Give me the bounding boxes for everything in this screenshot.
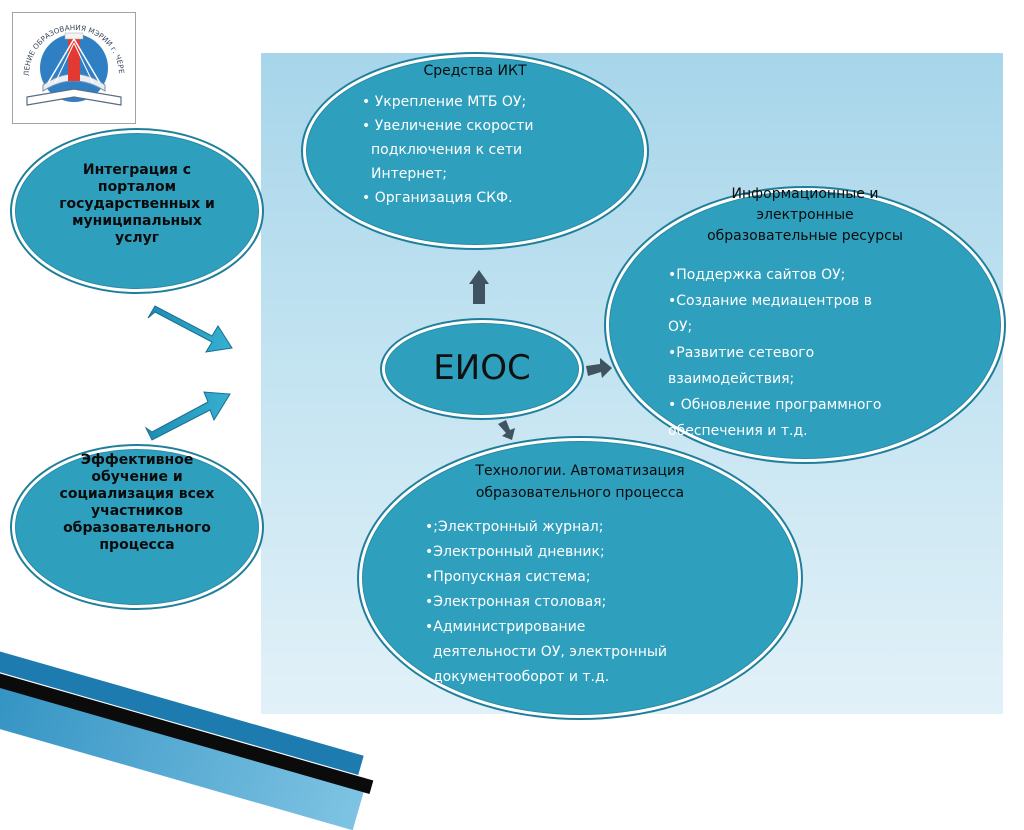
- node-technologies: [359, 438, 801, 718]
- arrow-integration-to-center: [147, 305, 233, 353]
- list-item: •Электронная столовая;: [425, 594, 607, 610]
- list-item: • Обновление программного: [668, 397, 882, 413]
- list-item: • Укрепление МТБ ОУ;: [362, 94, 527, 110]
- node-ikt-items: • Укрепление МТБ ОУ; • Увеличение скорос…: [362, 90, 533, 210]
- node-center-eios: [382, 320, 582, 418]
- list-item: • Увеличение скорости: [362, 118, 534, 134]
- node-effective-learning: [12, 446, 262, 608]
- list-item: подключения к сети: [371, 142, 523, 158]
- arrow-center-to-tech: [498, 420, 515, 440]
- list-item: •Поддержка сайтов ОУ;: [668, 267, 846, 283]
- node-information-resources: [606, 188, 1004, 462]
- node-resources-title: Информационные и электронные образовател…: [707, 186, 903, 244]
- logo-emblem-icon: УПРАВЛЕНИЕ ОБРАЗОВАНИЯ МЭРИИ г. ЧЕРЕПОВЦ…: [10, 6, 126, 106]
- node-center-label: ЕИОС: [433, 348, 531, 388]
- arrow-center-to-ikt: [469, 270, 489, 304]
- arrow-effective-to-center: [144, 391, 231, 441]
- node-integration: [12, 130, 262, 292]
- list-item: взаимодействия;: [668, 371, 795, 387]
- arrow-center-to-resources: [586, 358, 612, 378]
- list-item: •;Электронный журнал;: [425, 519, 604, 535]
- list-item: •Пропускная система;: [425, 569, 591, 585]
- list-item: •Развитие сетевого: [668, 345, 815, 361]
- list-item: •Администрирование: [425, 619, 586, 635]
- node-resources-items: •Поддержка сайтов ОУ; •Создание медиацен…: [668, 262, 881, 444]
- list-item: деятельности ОУ, электронный: [433, 644, 668, 660]
- node-integration-text: Интеграция с порталом государственных и …: [59, 162, 215, 246]
- node-tech-title: Технологии. Автоматизация образовательно…: [475, 463, 685, 501]
- node-tech-items: •;Электронный журнал; •Электронный дневн…: [425, 515, 667, 690]
- list-item: Интернет;: [371, 166, 447, 182]
- node-effective-text: Эффективное обучение и социализация всех…: [59, 452, 215, 553]
- list-item: ОУ;: [668, 319, 693, 335]
- list-item: • Организация СКФ.: [362, 190, 513, 206]
- list-item: документооборот и т.д.: [433, 669, 610, 685]
- node-ikt-title: Средства ИКТ: [423, 63, 527, 79]
- diagram-connectors: [144, 270, 612, 441]
- list-item: •Электронный дневник;: [425, 544, 605, 560]
- list-item: обеспечения и т.д.: [668, 423, 808, 439]
- organization-logo: УПРАВЛЕНИЕ ОБРАЗОВАНИЯ МЭРИИ г. ЧЕРЕПОВЦ…: [10, 6, 136, 124]
- node-ikt-tools: [303, 54, 647, 248]
- list-item: •Создание медиацентров в: [668, 293, 873, 309]
